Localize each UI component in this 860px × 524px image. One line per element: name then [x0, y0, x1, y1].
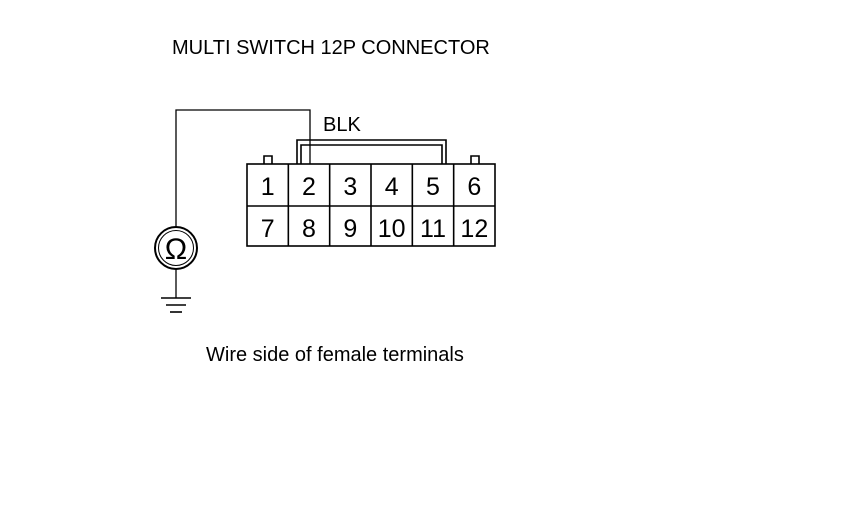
connector-bottom-row: 7 8 9 10 11 12	[261, 215, 489, 243]
wire-color-label: BLK	[323, 114, 361, 136]
terminal-10-label: 10	[378, 215, 406, 243]
terminal-8-label: 8	[302, 215, 316, 243]
diagram-caption: Wire side of female terminals	[206, 344, 464, 366]
terminal-9-label: 9	[343, 215, 357, 243]
terminal-7-label: 7	[261, 215, 275, 243]
terminal-3-label: 3	[343, 173, 357, 201]
terminal-12-label: 12	[460, 215, 488, 243]
ohm-symbol: Ω	[165, 233, 187, 266]
terminal-6-label: 6	[467, 173, 481, 201]
terminal-1-label: 1	[261, 173, 275, 201]
terminal-4-label: 4	[385, 173, 399, 201]
cell-dividers	[287, 164, 455, 246]
ground-icon	[161, 297, 191, 313]
probe-wire	[175, 109, 311, 228]
connector-top-row: 1 2 3 4 5 6	[261, 173, 482, 201]
terminal-11-label: 11	[420, 215, 446, 243]
terminal-5-label: 5	[426, 173, 440, 201]
diagram-title: MULTI SWITCH 12P CONNECTOR	[172, 37, 490, 59]
ohmmeter-icon: Ω	[154, 226, 198, 270]
terminal-2-label: 2	[302, 173, 316, 201]
